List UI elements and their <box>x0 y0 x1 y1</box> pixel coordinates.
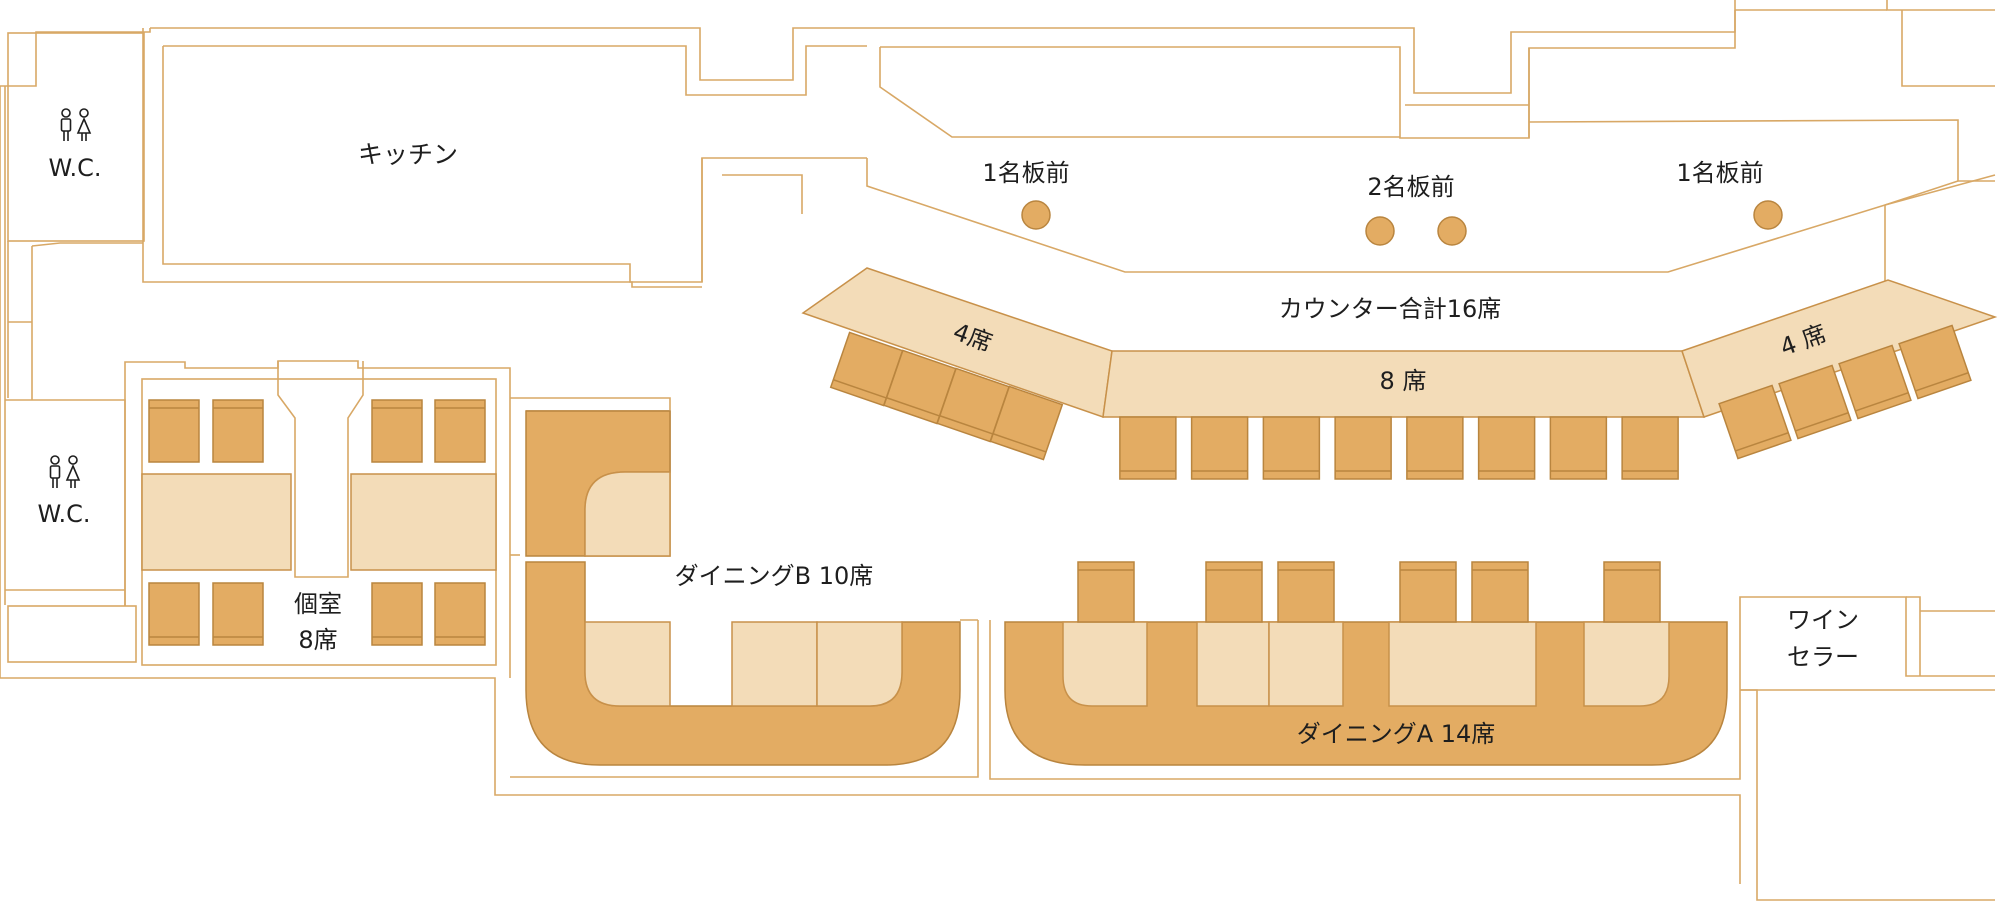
counter-total-label: カウンター合計16席 <box>1279 295 1502 323</box>
dining-a <box>1004 561 1728 766</box>
private-seat <box>212 399 264 463</box>
private-seat <box>148 582 200 646</box>
counter-seat <box>1119 416 1177 480</box>
private-seat <box>371 399 423 463</box>
stool-icon <box>1365 216 1395 246</box>
counter-seat <box>1406 416 1464 480</box>
private-seat <box>212 582 264 646</box>
counter-seat <box>1262 416 1321 480</box>
counter-seats <box>829 324 1972 480</box>
dining-b-table-2 <box>731 621 818 707</box>
counter-seat <box>1621 416 1679 480</box>
restroom-icon <box>60 108 92 141</box>
chef-position-label: 1名板前 <box>982 159 1069 187</box>
wc-label-bottom: W.C. <box>38 500 91 528</box>
wine-cellar-label: ワイン <box>1787 606 1859 634</box>
dining-b-table-1 <box>584 621 671 707</box>
dining-a-seats <box>1077 561 1661 623</box>
private-room-label: 個室 <box>294 590 342 618</box>
dining-b <box>525 410 961 766</box>
dining-a-seat <box>1603 561 1661 623</box>
counter-seat <box>1334 416 1392 480</box>
dining-a-seat <box>1471 561 1529 623</box>
counter-seat <box>1477 416 1536 480</box>
counter-seat <box>1838 344 1912 420</box>
kitchen-label: キッチン <box>358 140 458 169</box>
private-seats <box>148 399 486 646</box>
dining-a-seat <box>1077 561 1135 623</box>
stool-icon <box>1437 216 1467 246</box>
counter-seat <box>1898 324 1972 400</box>
chef-stools <box>1021 200 1783 246</box>
counter-seat <box>1190 416 1249 480</box>
chef-position-label: 2名板前 <box>1367 173 1454 201</box>
private-room <box>141 399 497 646</box>
counter-seat <box>1549 416 1608 480</box>
dining-b-table-top <box>584 471 671 557</box>
wine-cellar-label-line2: セラー <box>1787 643 1859 671</box>
stool-icon <box>1753 200 1783 230</box>
private-table-right <box>350 473 497 571</box>
wc-label-top: W.C. <box>49 154 102 182</box>
counter <box>801 200 1998 480</box>
private-seat <box>434 399 486 463</box>
dining-a-label: ダイニングA 14席 <box>1297 720 1496 748</box>
dining-a-seat <box>1399 561 1457 623</box>
stool-icon <box>1021 200 1051 230</box>
chef-position-label: 1名板前 <box>1676 159 1763 187</box>
private-table-left <box>141 473 292 571</box>
counter-seat <box>1778 364 1852 440</box>
private-seat <box>434 582 486 646</box>
dining-a-booth-u <box>1004 621 1728 766</box>
dining-b-table-3 <box>816 621 903 707</box>
counter-seat <box>989 385 1064 461</box>
counter-seat <box>1718 384 1792 460</box>
private-seat <box>371 582 423 646</box>
dining-b-label: ダイニングB 10席 <box>675 562 874 590</box>
counter-section-label-center: 8 席 <box>1380 367 1427 395</box>
counter-seat <box>883 349 957 425</box>
private-room-seats-label: 8席 <box>298 626 337 654</box>
dining-a-table-1 <box>1062 621 1148 707</box>
dining-a-table-2 <box>1196 621 1270 707</box>
counter-right-section <box>1681 279 1998 418</box>
dining-a-seat <box>1277 561 1335 623</box>
dining-a-table-5 <box>1583 621 1670 707</box>
dining-a-seat <box>1205 561 1263 623</box>
restroom-icon <box>49 455 81 488</box>
dining-a-table-4 <box>1388 621 1537 707</box>
private-seat <box>148 399 200 463</box>
dining-a-table-3 <box>1268 621 1344 707</box>
